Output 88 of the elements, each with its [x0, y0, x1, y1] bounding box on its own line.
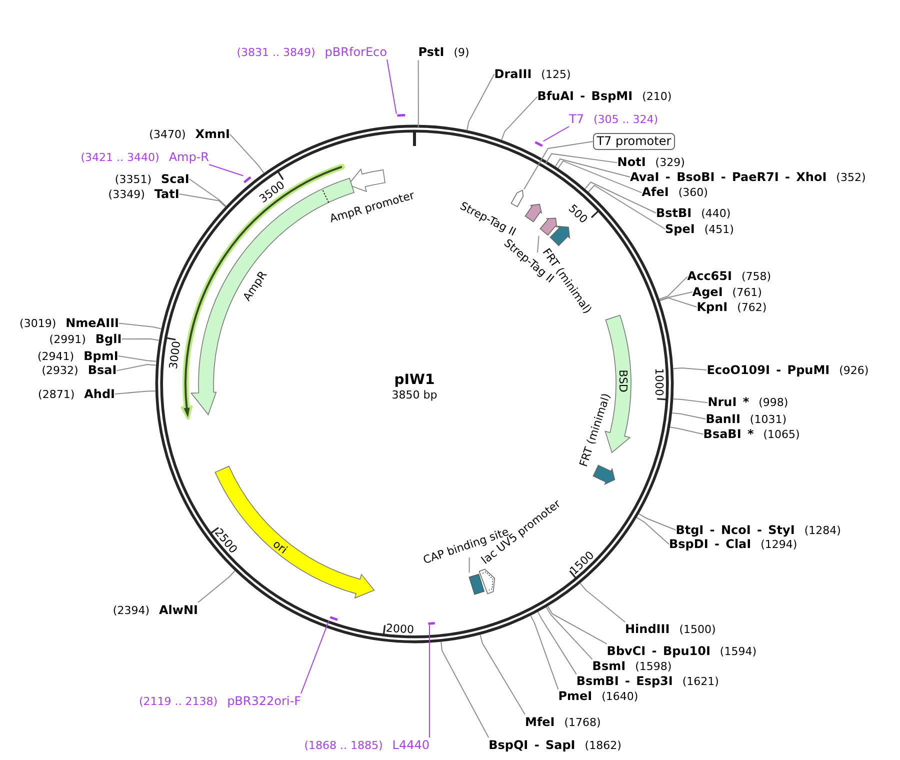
leader-line	[638, 513, 676, 530]
leader-line	[580, 582, 626, 622]
restriction-site-label: BstBI (440)	[656, 206, 731, 220]
restriction-site-label: (2991) BglI	[49, 332, 122, 346]
leader-line	[659, 297, 698, 308]
restriction-site-label: Acc65I (758)	[687, 269, 772, 284]
leader-line	[530, 615, 559, 690]
feature-label: BSD	[618, 370, 628, 392]
leader-line	[542, 126, 570, 142]
primer-label: T7 (305 .. 324)	[569, 112, 658, 126]
restriction-site-label: BspQI - SapI (1862)	[488, 738, 622, 752]
restriction-site-label: (2932) BsaI	[42, 363, 117, 378]
leader-line	[418, 60, 419, 129]
restriction-site-label: (2394) AlwNI	[112, 602, 198, 618]
restriction-site-label: DraIII (125)	[494, 66, 571, 82]
restriction-site-label: PmeI (1640)	[558, 689, 638, 704]
leader-line	[468, 557, 470, 574]
leader-line	[121, 338, 160, 341]
restriction-site-label: PstI (9)	[418, 45, 470, 60]
tick-label: 1000	[654, 368, 665, 396]
leader-line	[178, 194, 226, 208]
restriction-site-label: NruI * (998)	[708, 395, 788, 410]
restriction-site-label: BanII (1031)	[706, 412, 786, 426]
leader-line	[558, 160, 642, 194]
restriction-site-label: KpnI (762)	[696, 300, 767, 314]
leader-line	[230, 134, 264, 174]
leader-line	[429, 624, 430, 738]
restriction-site-label: (2941) BpmI	[38, 348, 118, 364]
primer-label: (1868 .. 1885) L4440	[304, 738, 430, 752]
leader-line	[659, 292, 693, 301]
restriction-site-label: (3019) NmeAIII	[20, 316, 119, 331]
tick-label: 3000	[168, 340, 182, 370]
tick-label: 2000	[385, 622, 414, 635]
restriction-site-label: AgeI (761)	[692, 284, 762, 300]
restriction-site-label: BsmI (1598)	[592, 659, 672, 674]
restriction-site-label: BsaBI * (1065)	[703, 426, 800, 442]
leader-line	[114, 390, 156, 394]
feature-label: ori	[270, 538, 290, 556]
primer-label: (3421 .. 3440) Amp-R	[80, 150, 209, 164]
restriction-site-label: (2871) AhdI	[38, 386, 115, 402]
leader-line	[300, 620, 330, 694]
restriction-site-label: EcoO109I - PpuMI (926)	[706, 362, 869, 378]
plasmid-name: pIW1	[394, 372, 435, 388]
leader-line	[440, 641, 490, 738]
restriction-site-label: BfuAI - BspMI (210)	[537, 89, 672, 104]
leader-line	[198, 570, 236, 603]
tick-label: 500	[566, 202, 590, 225]
leader-line	[537, 235, 540, 253]
leader-line	[584, 182, 656, 214]
restriction-site-label: BbvCI - Bpu10I (1594)	[606, 644, 756, 659]
leader-line	[658, 276, 688, 300]
feature-label: T7 promoter	[592, 133, 676, 150]
leader-line	[672, 412, 706, 420]
leader-line	[118, 322, 162, 330]
leader-line	[466, 74, 495, 131]
restriction-site-label: (3470) XmnI	[149, 126, 230, 142]
restriction-site-label: BspDI - ClaI (1294)	[669, 536, 798, 552]
restriction-site-label: HindIII (1500)	[625, 622, 716, 637]
restriction-site-label: SpeI (451)	[665, 222, 734, 236]
leader-line	[670, 426, 704, 435]
leader-line	[116, 364, 156, 372]
restriction-site-label: NotI (329)	[617, 155, 685, 170]
restriction-site-label: MfeI (1768)	[525, 714, 601, 730]
leader-line	[672, 368, 708, 370]
leader-line	[544, 153, 618, 165]
primer-label: (2119 .. 2138) pBR322ori-F	[139, 694, 301, 708]
restriction-site-label: AfeI (360)	[642, 185, 708, 200]
sequence-length: 3850 bp	[392, 390, 438, 400]
primer-label: (3831 .. 3849) pBRforEco	[236, 44, 387, 60]
restriction-site-label: (3349) TatI	[108, 186, 180, 202]
leader-line	[188, 178, 226, 207]
leader-line	[546, 606, 593, 660]
restriction-site-label: (3351) ScaI	[114, 172, 190, 186]
restriction-site-label: BtgI - NcoI - StyI (1284)	[676, 522, 841, 538]
leader-line	[386, 59, 397, 114]
restriction-site-label: AvaI - BsoBI - PaeR7I - XhoI (352)	[630, 170, 866, 184]
leader-line	[501, 96, 538, 140]
leader-line	[636, 517, 670, 545]
restriction-site-label: BsmBI - Esp3I (1621)	[576, 674, 719, 690]
leader-line	[524, 141, 594, 190]
leader-line	[480, 634, 526, 715]
leader-line	[547, 606, 608, 644]
leader-line	[554, 158, 630, 178]
leader-line	[118, 356, 157, 362]
leader-line	[672, 398, 708, 404]
leader-line	[208, 164, 244, 176]
leader-line	[537, 611, 577, 675]
leader-line	[588, 184, 666, 230]
